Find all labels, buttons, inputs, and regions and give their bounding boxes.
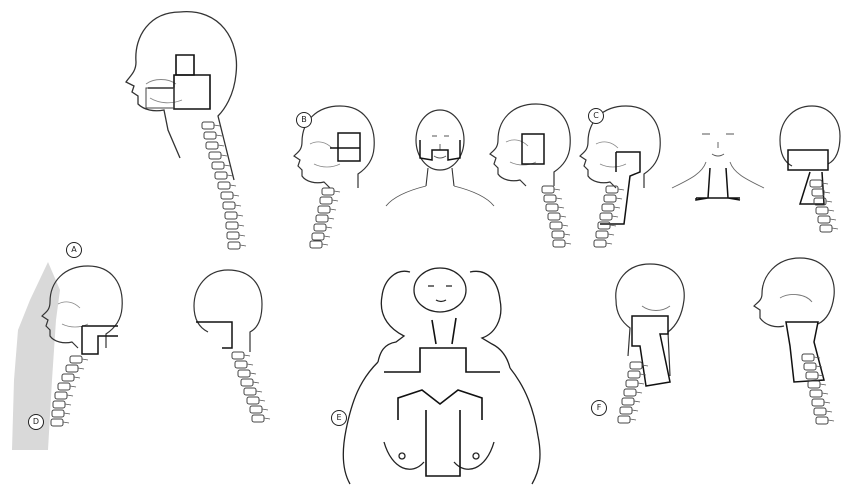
frontal-head-c2 [672, 134, 764, 188]
field-f1 [632, 316, 670, 386]
panel-marker-e: E [331, 410, 347, 426]
lateral-head-a2 [194, 270, 262, 352]
panel-marker-b: B [296, 112, 312, 128]
spine-b3 [542, 186, 571, 247]
spine-c3 [810, 180, 838, 232]
torso-figure-e [343, 268, 540, 484]
lateral-head-c3 [780, 106, 840, 166]
spine-c1 [594, 186, 624, 247]
spine-a2 [232, 352, 270, 422]
lateral-head-large [126, 12, 237, 180]
frontal-head-b2 [386, 110, 494, 206]
field-a1 [82, 326, 118, 354]
field-b1 [330, 133, 360, 161]
panel-marker-f: F [591, 400, 607, 416]
field-b2 [420, 140, 460, 160]
spine-a1 [51, 356, 88, 426]
spine-f2 [802, 354, 834, 424]
panel-marker-c: C [588, 108, 604, 124]
panel-marker-d: D [28, 414, 44, 430]
field-e [384, 318, 500, 476]
panel-marker-a: A [66, 242, 82, 258]
lateral-head-f2 [754, 258, 834, 327]
field-a2 [196, 322, 232, 348]
field-c2 [696, 168, 740, 200]
field-b3 [522, 134, 544, 164]
lateral-head-f1 [616, 264, 684, 376]
spine-b1 [310, 188, 340, 248]
lateral-head-b3 [490, 104, 570, 186]
